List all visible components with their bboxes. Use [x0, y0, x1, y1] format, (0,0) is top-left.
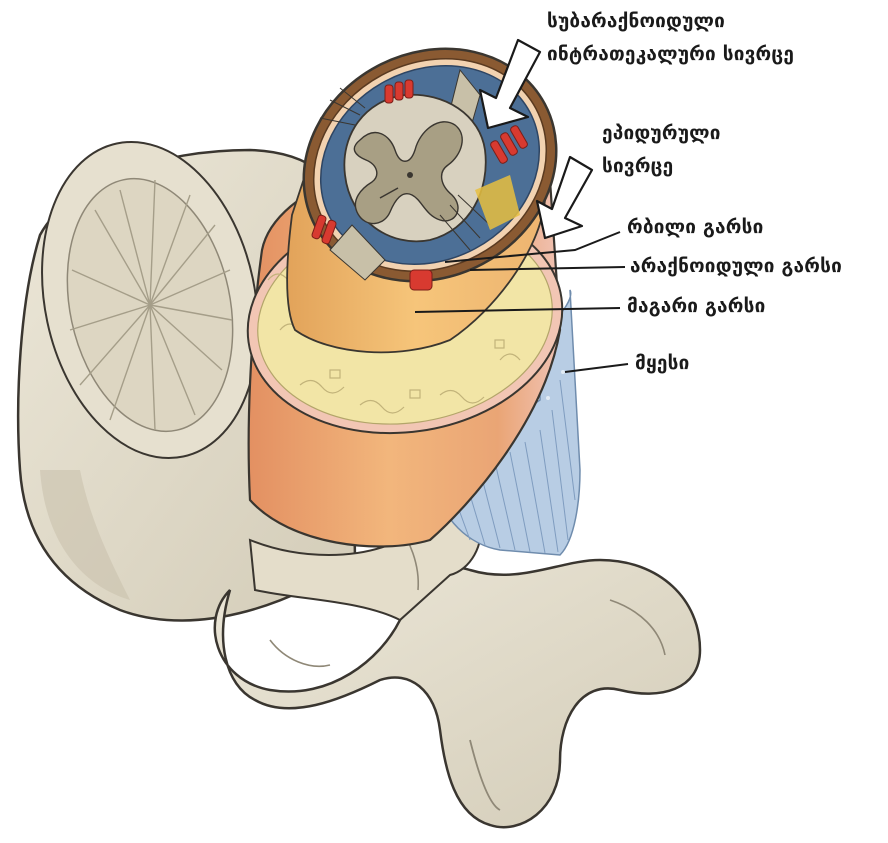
- label-dura-mater: მაგარი გარსი: [627, 293, 766, 320]
- label-pia-mater: რბილი გარსი: [627, 214, 763, 241]
- label-epidural-line1: ეპიდურული: [602, 120, 721, 147]
- label-arachnoid-mater: არაქნოიდული გარსი: [630, 253, 842, 280]
- label-subarachnoid-line2: ინტრათეკალური სივრცე: [547, 41, 794, 68]
- label-ligament: მყესი: [635, 350, 690, 377]
- label-subarachnoid-line1: სუბარაქნოიდული: [547, 8, 725, 35]
- label-epidural-line2: სივრცე: [602, 153, 673, 180]
